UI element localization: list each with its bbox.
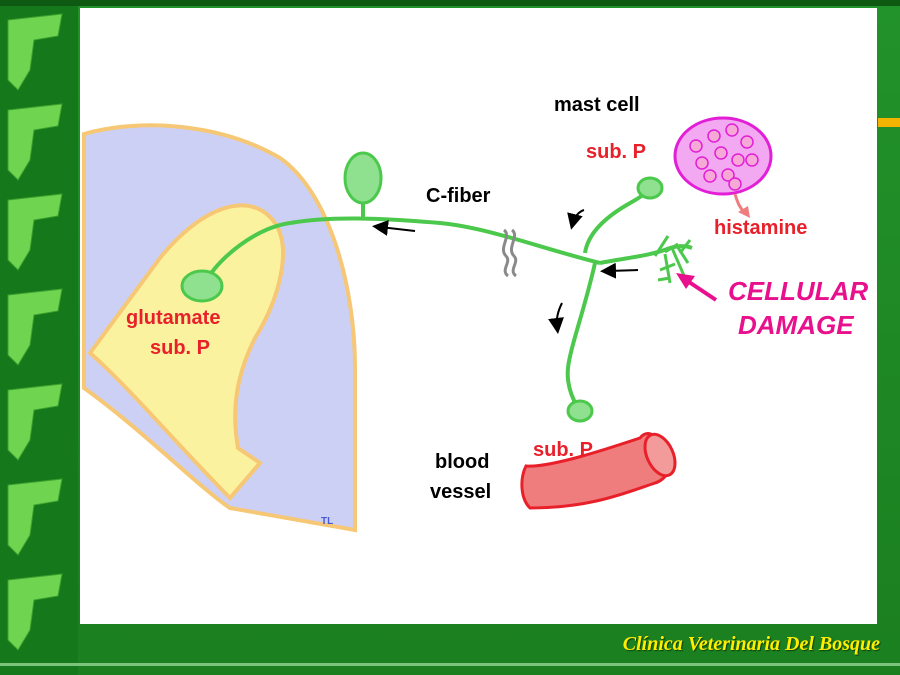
central-terminal — [180, 269, 224, 303]
sub-p-left-label: sub. P — [150, 337, 210, 359]
blood-vessel-opening — [643, 432, 677, 478]
vessel-label: vessel — [430, 481, 491, 503]
damage-label: DAMAGE — [738, 310, 854, 340]
top-strip — [0, 0, 900, 6]
drg-cell-body — [343, 151, 383, 205]
dorsal-horn — [87, 203, 285, 501]
arrow-icon — [567, 209, 585, 230]
vessel-terminal — [566, 399, 594, 423]
fiber-break-symbol — [501, 228, 518, 278]
leaf-icon — [7, 573, 63, 651]
leaf-icon — [7, 193, 63, 271]
sub-p-bottom-label: sub. P — [533, 439, 593, 461]
arrow-icon — [548, 302, 564, 334]
gold-accent-bar — [878, 118, 900, 127]
arrow-icon — [600, 262, 639, 279]
cellular-label: CELLULAR — [728, 276, 868, 306]
blood-label: blood — [435, 451, 489, 473]
leaf-icon — [7, 13, 63, 91]
mast-terminal — [636, 176, 664, 200]
footer-line — [0, 663, 900, 666]
damage-arrow — [684, 278, 718, 302]
initials-label: TL — [321, 516, 333, 527]
mast-cell-label: mast cell — [554, 94, 640, 116]
branch-to-vessel — [565, 262, 597, 410]
leaf-icon — [7, 288, 63, 366]
leaf-icon — [7, 103, 63, 181]
c-fiber-label: C-fiber — [426, 185, 491, 207]
mast-granules — [689, 123, 759, 191]
leaf-icon — [7, 383, 63, 461]
branch-to-mast — [583, 191, 647, 254]
histamine-label: histamine — [714, 217, 807, 239]
sub-p-top-label: sub. P — [586, 141, 646, 163]
free-nerve-endings — [653, 235, 692, 284]
leaf-decoration-column — [7, 13, 63, 651]
c-fiber-diagram: mast cell sub. P histamine C-fiber CELLU… — [82, 94, 868, 533]
clinic-name: Clínica Veterinaria Del Bosque — [622, 633, 880, 655]
glutamate-label: glutamate — [126, 307, 220, 329]
arrow-icon — [372, 219, 416, 236]
leaf-icon — [7, 478, 63, 556]
c-fiber-axon — [206, 216, 601, 280]
